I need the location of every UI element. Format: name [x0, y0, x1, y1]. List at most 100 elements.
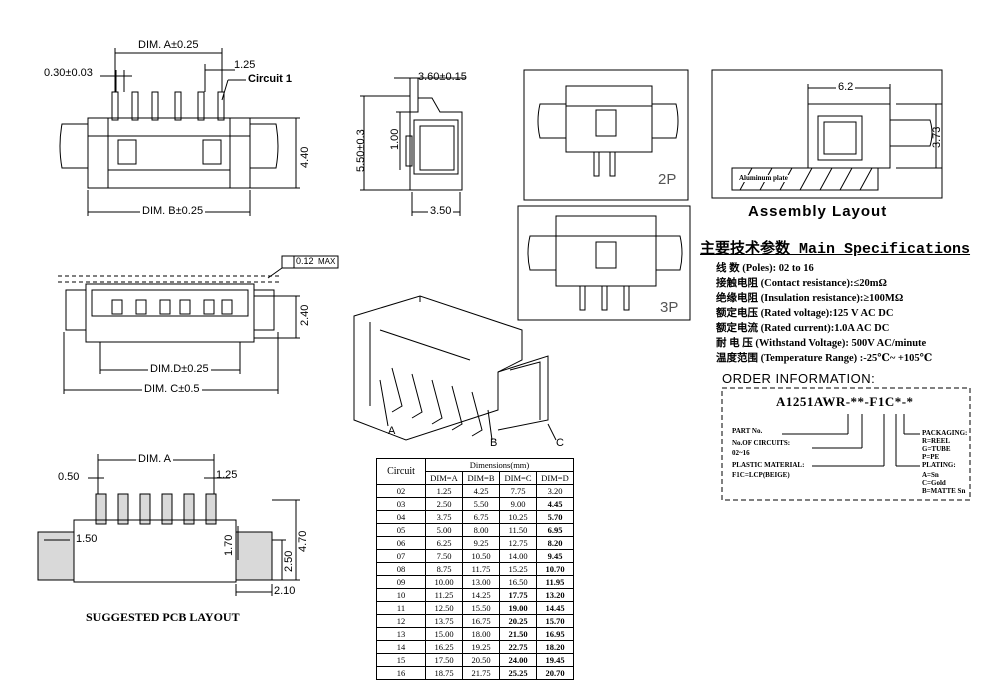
table-cell: 9.25 [462, 536, 500, 550]
order-plating: PLATING: [922, 461, 956, 469]
table-cell: 21.50 [499, 627, 537, 641]
spec-line: 额定电流 (Rated current):1.0A AC DC [716, 323, 890, 334]
table-cell: 16.95 [536, 627, 574, 641]
spec-line: 绝缘电阻 (Insulation resistance):≥100MΩ [716, 293, 904, 304]
pcb-dim-150: 1.50 [76, 533, 98, 545]
pcb-pitch: 1.25 [216, 469, 238, 481]
dimensions-table: Circuit Dimensions(mm) DIM=A DIM=B DIM=C… [376, 458, 574, 680]
table-header-dimensions: Dimensions(mm) [425, 458, 574, 472]
table-cell: 15.00 [425, 627, 463, 641]
table-cell: 8.20 [536, 536, 574, 550]
front-view [58, 255, 339, 394]
table-cell: 2.50 [425, 497, 463, 511]
top-height-440: 4.40 [299, 146, 311, 168]
pcb-dim-470: 4.70 [297, 530, 309, 552]
table-cell: 18.00 [462, 627, 500, 641]
table-cell: 19.45 [536, 653, 574, 667]
order-plating-option: A=Sn [922, 471, 939, 479]
iso-label-b: B [490, 437, 498, 449]
assembly-title: Assembly Layout [748, 203, 888, 220]
table-cell: 05 [376, 523, 426, 537]
front-dim-d: DIM.D±0.25 [148, 363, 211, 375]
table-cell: 13.00 [462, 575, 500, 589]
spec-title: 主要技术参数 Main Specifications [700, 241, 971, 258]
pcb-layout [37, 454, 300, 596]
table-cell: 20.70 [536, 666, 574, 680]
table-col-header: DIM=C [499, 471, 537, 485]
table-cell: 14 [376, 640, 426, 654]
table-col-header: DIM=B [462, 471, 500, 485]
table-cell: 11.75 [462, 562, 500, 576]
table-cell: 4.45 [536, 497, 574, 511]
table-cell: 10.25 [499, 510, 537, 524]
table-cell: 14.45 [536, 601, 574, 615]
order-plating-option: C=Gold [922, 479, 946, 487]
table-cell: 20.25 [499, 614, 537, 628]
table-cell: 9.45 [536, 549, 574, 563]
table-cell: 25.25 [499, 666, 537, 680]
side-width-350: 3.50 [428, 205, 454, 217]
table-cell: 02 [376, 484, 426, 498]
table-cell: 10.00 [425, 575, 463, 589]
table-cell: 7.75 [499, 484, 537, 498]
table-col-header: DIM=A [425, 471, 463, 485]
order-part-no: PART No. [732, 427, 763, 435]
side-width-360: 3.60±0.15 [418, 71, 467, 83]
table-cell: 16.75 [462, 614, 500, 628]
top-dim-a: DIM. A±0.25 [138, 39, 199, 51]
table-cell: 22.75 [499, 640, 537, 654]
table-header-circuit: Circuit [376, 458, 426, 485]
side-height-550: 5.50±0.3 [355, 129, 367, 172]
table-cell: 13.75 [425, 614, 463, 628]
label-3p: 3P [660, 299, 679, 316]
order-circuits-range: 02~16 [732, 449, 750, 457]
table-cell: 24.00 [499, 653, 537, 667]
table-cell: 15.25 [499, 562, 537, 576]
table-cell: 16.25 [425, 640, 463, 654]
table-cell: 11.25 [425, 588, 463, 602]
circuit-1-label: Circuit 1 [248, 73, 293, 85]
front-height-240: 2.40 [299, 304, 311, 326]
table-cell: 7.50 [425, 549, 463, 563]
assembly-height: 3.73 [931, 126, 943, 148]
spec-line: 接触电阻 (Contact resistance):≤20mΩ [716, 278, 887, 289]
table-cell: 8.75 [425, 562, 463, 576]
spec-line: 额定电压 (Rated voltage):125 V AC DC [716, 308, 894, 319]
table-cell: 6.75 [462, 510, 500, 524]
order-pack-option: P=PE [922, 453, 940, 461]
table-cell: 19.00 [499, 601, 537, 615]
table-cell: 12.50 [425, 601, 463, 615]
side-height-100: 1.00 [389, 128, 401, 150]
table-cell: 11.95 [536, 575, 574, 589]
view-2p [523, 69, 689, 201]
pcb-layout-title: SUGGESTED PCB LAYOUT [86, 610, 240, 624]
order-code: A1251AWR-**-F1C*-* [776, 394, 914, 409]
table-cell: 5.00 [425, 523, 463, 537]
table-cell: 12.75 [499, 536, 537, 550]
table-cell: 18.20 [536, 640, 574, 654]
spec-line: 温度范围 (Temperature Range) :-25℃~ +105℃ [716, 353, 933, 364]
spec-line: 耐 电 压 (Withstand Voltage): 500V AC/minut… [716, 338, 927, 349]
flatness-value: 0.12 [296, 256, 314, 266]
front-dim-c: DIM. C±0.5 [142, 383, 202, 395]
table-cell: 19.25 [462, 640, 500, 654]
order-plating-option: B=MATTE Sn [922, 487, 966, 495]
table-cell: 08 [376, 562, 426, 576]
table-cell: 10 [376, 588, 426, 602]
table-cell: 16.50 [499, 575, 537, 589]
order-title: ORDER INFORMATION: [722, 371, 876, 386]
pcb-dim-250: 2.50 [283, 550, 295, 572]
table-cell: 5.70 [536, 510, 574, 524]
table-cell: 17.75 [499, 588, 537, 602]
top-pin-width: 0.30±0.03 [44, 67, 93, 79]
table-cell: 8.00 [462, 523, 500, 537]
table-cell: 6.95 [536, 523, 574, 537]
